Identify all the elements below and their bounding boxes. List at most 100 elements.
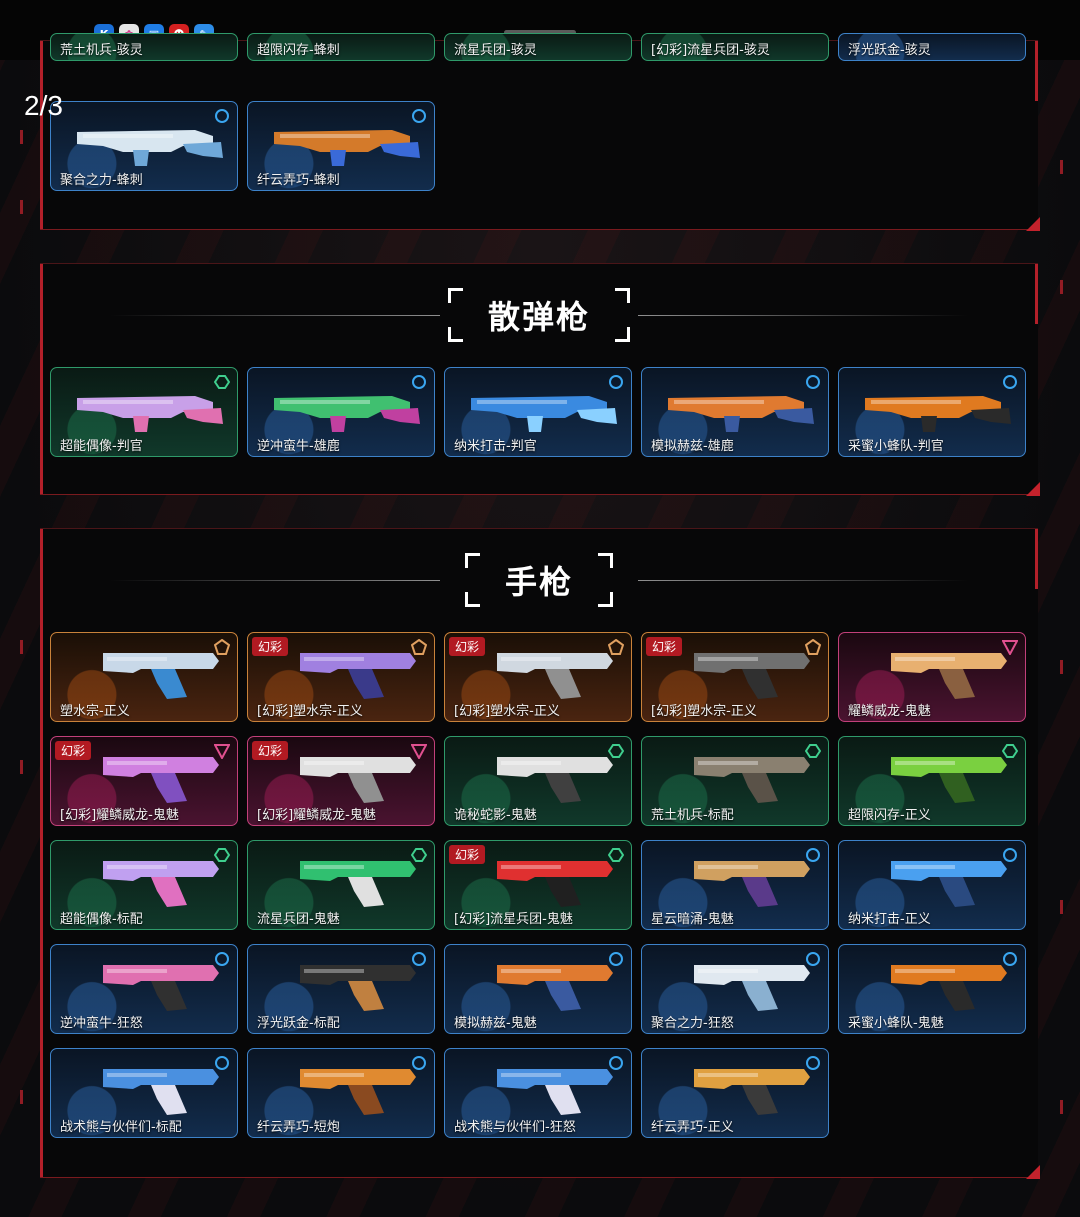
weapon-skin-image xyxy=(497,653,613,699)
skin-name-label: [幻彩]耀鳞威龙-鬼魅 xyxy=(257,808,376,823)
skin-card[interactable]: 战术熊与伙伴们-狂怒 xyxy=(444,1048,632,1138)
skin-card[interactable]: 超限闪存-正义 xyxy=(838,736,1026,826)
title-bracket-frame: 手枪 xyxy=(464,553,613,607)
skin-card[interactable]: 幻彩[幻彩]塑水宗-正义 xyxy=(641,632,829,722)
skin-name-label: 纤云弄巧-短炮 xyxy=(257,1120,340,1135)
skin-card[interactable]: 纤云弄巧-短炮 xyxy=(247,1048,435,1138)
skin-card[interactable]: 聚合之力-狂怒 xyxy=(641,944,829,1034)
skin-card[interactable]: 诡秘蛇影-鬼魅 xyxy=(444,736,632,826)
prism-badge: 幻彩 xyxy=(252,637,289,656)
title-bracket-frame: 散弹枪 xyxy=(447,288,630,342)
skin-card[interactable]: 采蜜小蜂队-鬼魅 xyxy=(838,944,1026,1034)
weapon-skin-image xyxy=(694,1069,810,1115)
skin-card[interactable]: 幻彩[幻彩]耀鳞威龙-鬼魅 xyxy=(50,736,238,826)
weapon-skin-image xyxy=(891,965,1007,1011)
header-line-right xyxy=(638,580,968,581)
skin-card[interactable]: 采蜜小蜂队-判官 xyxy=(838,367,1026,457)
skin-name-label: 诡秘蛇影-鬼魅 xyxy=(454,808,537,823)
skin-card[interactable]: 幻彩[幻彩]流星兵团-鬼魅 xyxy=(444,840,632,930)
section-header: 散弹枪 xyxy=(40,288,1038,342)
skin-card[interactable]: 浮光跃金-标配 xyxy=(247,944,435,1034)
blue-tier-icon xyxy=(412,109,426,123)
skin-name-label: 浮光跃金-骇灵 xyxy=(848,43,931,58)
skin-name-label: 战术熊与伙伴们-标配 xyxy=(60,1120,182,1135)
page-indicator: 2/3 xyxy=(24,90,63,121)
skin-name-label: 纤云弄巧-蜂刺 xyxy=(257,173,340,188)
skin-name-label: 耀鳞威龙-鬼魅 xyxy=(848,704,931,719)
skin-card[interactable]: 幻彩[幻彩]塑水宗-正义 xyxy=(247,632,435,722)
skin-name-label: 塑水宗-正义 xyxy=(60,704,130,719)
blue-tier-icon xyxy=(1003,952,1017,966)
pink-tier-icon xyxy=(1002,640,1018,655)
skin-card[interactable]: [幻彩]流星兵团-骇灵 xyxy=(641,33,829,61)
panel-accent-bar xyxy=(1035,41,1038,101)
skin-name-label: 逆冲蛮牛-狂怒 xyxy=(60,1016,143,1031)
skin-card[interactable]: 流星兵团-骇灵 xyxy=(444,33,632,61)
prism-badge: 幻彩 xyxy=(646,637,683,656)
skin-card[interactable]: 逆冲蛮牛-雄鹿 xyxy=(247,367,435,457)
smg-section-panel: 荒土机兵-骇灵 超限闪存-蜂刺 流星兵团-骇灵 [幻彩]流星兵团-骇灵 浮光跃金-骇灵聚… xyxy=(40,33,1040,231)
weapon-skin-image xyxy=(694,965,810,1011)
blue-tier-icon xyxy=(1003,375,1017,389)
orange-tier-icon xyxy=(411,639,427,655)
skin-card[interactable]: 超能偶像-判官 xyxy=(50,367,238,457)
weapon-skin-image xyxy=(103,653,219,699)
header-line-left xyxy=(110,315,440,316)
skin-name-label: 纳米打击-判官 xyxy=(454,439,537,454)
skin-name-label: 纳米打击-正义 xyxy=(848,912,931,927)
skin-card[interactable]: 塑水宗-正义 xyxy=(50,632,238,722)
weapon-skin-image xyxy=(274,130,420,166)
skin-card[interactable]: 荒土机兵-标配 xyxy=(641,736,829,826)
orange-tier-icon xyxy=(805,639,821,655)
skin-name-label: [幻彩]耀鳞威龙-鬼魅 xyxy=(60,808,179,823)
skin-card[interactable]: 模拟赫兹-鬼魅 xyxy=(444,944,632,1034)
shotgun-section-panel: 散弹枪 超能偶像-判官逆冲蛮牛-雄鹿 纳米打击-判官 模拟赫兹-雄鹿 采蜜小蜂队-判官 xyxy=(40,263,1040,496)
skin-name-label: 超限闪存-蜂刺 xyxy=(257,43,340,58)
skin-card[interactable]: 战术熊与伙伴们-标配 xyxy=(50,1048,238,1138)
skin-card[interactable]: 纤云弄巧-蜂刺 xyxy=(247,101,435,191)
pink-tier-icon xyxy=(214,744,230,759)
panel-corner-accent xyxy=(1026,482,1040,496)
bracket-corner xyxy=(464,553,480,568)
skin-card[interactable]: 耀鳞威龙-鬼魅 xyxy=(838,632,1026,722)
drag-handle[interactable] xyxy=(504,30,576,35)
skin-card[interactable]: 模拟赫兹-雄鹿 xyxy=(641,367,829,457)
skin-name-label: 超限闪存-正义 xyxy=(848,808,931,823)
skin-card[interactable]: 纳米打击-判官 xyxy=(444,367,632,457)
skin-card[interactable]: 聚合之力-蜂刺 xyxy=(50,101,238,191)
right-edge-dash xyxy=(1060,900,1063,914)
skin-card[interactable]: 浮光跃金-骇灵 xyxy=(838,33,1026,61)
skin-card[interactable]: 流星兵团-鬼魅 xyxy=(247,840,435,930)
skin-card[interactable]: 荒土机兵-骇灵 xyxy=(50,33,238,61)
green-tier-icon xyxy=(214,375,230,389)
skin-card[interactable]: 超能偶像-标配 xyxy=(50,840,238,930)
skin-card[interactable]: 星云暗涌-鬼魅 xyxy=(641,840,829,930)
skin-card[interactable]: 纤云弄巧-正义 xyxy=(641,1048,829,1138)
skin-name-label: 聚合之力-蜂刺 xyxy=(60,173,143,188)
skin-name-label: 浮光跃金-标配 xyxy=(257,1016,340,1031)
weapon-skin-image xyxy=(694,757,810,803)
prism-badge: 幻彩 xyxy=(449,637,486,656)
weapon-skin-image xyxy=(694,653,810,699)
green-tier-icon xyxy=(214,848,230,862)
header-line-right xyxy=(638,315,968,316)
pink-tier-icon xyxy=(411,744,427,759)
green-tier-icon xyxy=(805,744,821,758)
skin-name-label: 采蜜小蜂队-鬼魅 xyxy=(848,1016,944,1031)
skin-card[interactable]: 纳米打击-正义 xyxy=(838,840,1026,930)
blue-tier-icon xyxy=(806,375,820,389)
skin-name-label: 荒土机兵-标配 xyxy=(651,808,734,823)
skin-card[interactable]: 幻彩[幻彩]耀鳞威龙-鬼魅 xyxy=(247,736,435,826)
panel-corner-accent xyxy=(1026,1165,1040,1179)
green-tier-icon xyxy=(608,848,624,862)
skin-name-label: 模拟赫兹-雄鹿 xyxy=(651,439,734,454)
weapon-skin-image xyxy=(300,1069,416,1115)
weapon-skin-image xyxy=(300,757,416,803)
weapon-skin-image xyxy=(891,757,1007,803)
skin-name-label: 逆冲蛮牛-雄鹿 xyxy=(257,439,340,454)
green-tier-icon xyxy=(608,744,624,758)
left-edge-dash xyxy=(20,130,23,144)
skin-card[interactable]: 幻彩[幻彩]塑水宗-正义 xyxy=(444,632,632,722)
skin-card[interactable]: 逆冲蛮牛-狂怒 xyxy=(50,944,238,1034)
skin-card[interactable]: 超限闪存-蜂刺 xyxy=(247,33,435,61)
